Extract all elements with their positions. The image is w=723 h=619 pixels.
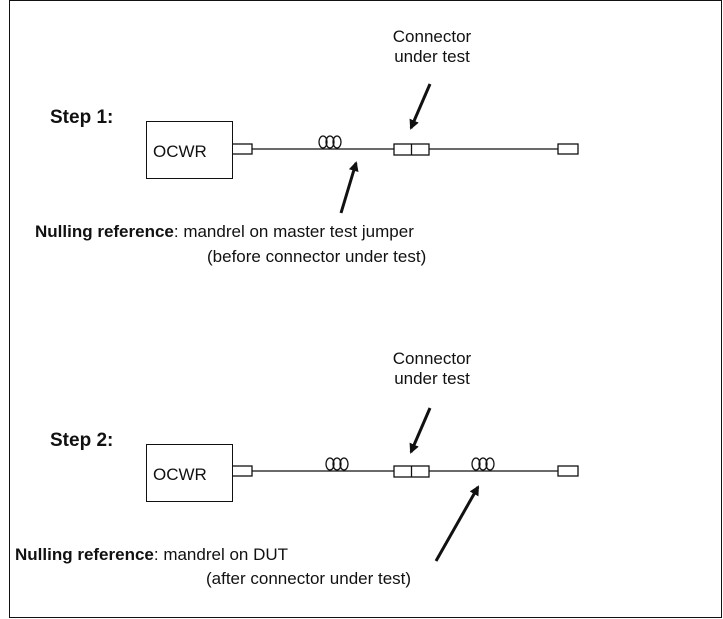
step1-mandrel-coil	[318, 135, 342, 149]
step2-connector	[393, 465, 430, 478]
step2-ocwr-label: OCWR	[153, 465, 207, 484]
step1-nulling-text: : mandrel on master test jumper	[173, 222, 414, 241]
step2-label: Step 2:	[50, 430, 114, 451]
step2-connector-arrow	[409, 407, 432, 454]
step2-nulling-text: : mandrel on DUT	[153, 545, 289, 564]
step1-connector-caption-line1: Connector	[392, 27, 472, 46]
step1-connector	[393, 143, 430, 156]
step1-nulling-title: Nulling reference	[35, 222, 174, 241]
step1-diagram	[231, 83, 579, 214]
step2-diagram	[231, 407, 579, 562]
step2-nulling-title: Nulling reference	[15, 545, 154, 564]
step2-ocwr-port	[231, 465, 253, 477]
step2-nulling-caption-line2: (after connector under test)	[206, 569, 412, 588]
frame-border	[9, 0, 722, 618]
step2-mandrel-arrow	[434, 485, 480, 562]
step2-connector-caption: Connector under test	[378, 349, 486, 389]
step2-mandrel-coil-1	[325, 457, 349, 471]
step1-end-connector	[557, 143, 579, 155]
step1-label: Step 1:	[50, 107, 114, 128]
step2-mandrel-coil-2	[471, 457, 495, 471]
step1-mandrel-arrow	[339, 161, 359, 214]
step1-ocwr-port	[231, 143, 253, 155]
step1-connector-arrow	[409, 83, 432, 130]
step2-ocwr-box: OCWR	[146, 444, 233, 502]
step1-ocwr-box: OCWR	[146, 121, 233, 179]
step1-nulling-caption-line2: (before connector under test)	[207, 247, 427, 266]
step2-connector-caption-line2: under test	[394, 369, 470, 388]
step1-connector-caption: Connector under test	[378, 27, 486, 67]
step2-connector-caption-line1: Connector	[392, 349, 472, 368]
step2-end-connector	[557, 465, 579, 477]
step2-nulling-caption: Nulling reference: mandrel on DUT	[15, 545, 288, 565]
step1-ocwr-label: OCWR	[153, 142, 207, 161]
step1-connector-caption-line2: under test	[394, 47, 470, 66]
step1-nulling-caption: Nulling reference: mandrel on master tes…	[35, 222, 414, 242]
